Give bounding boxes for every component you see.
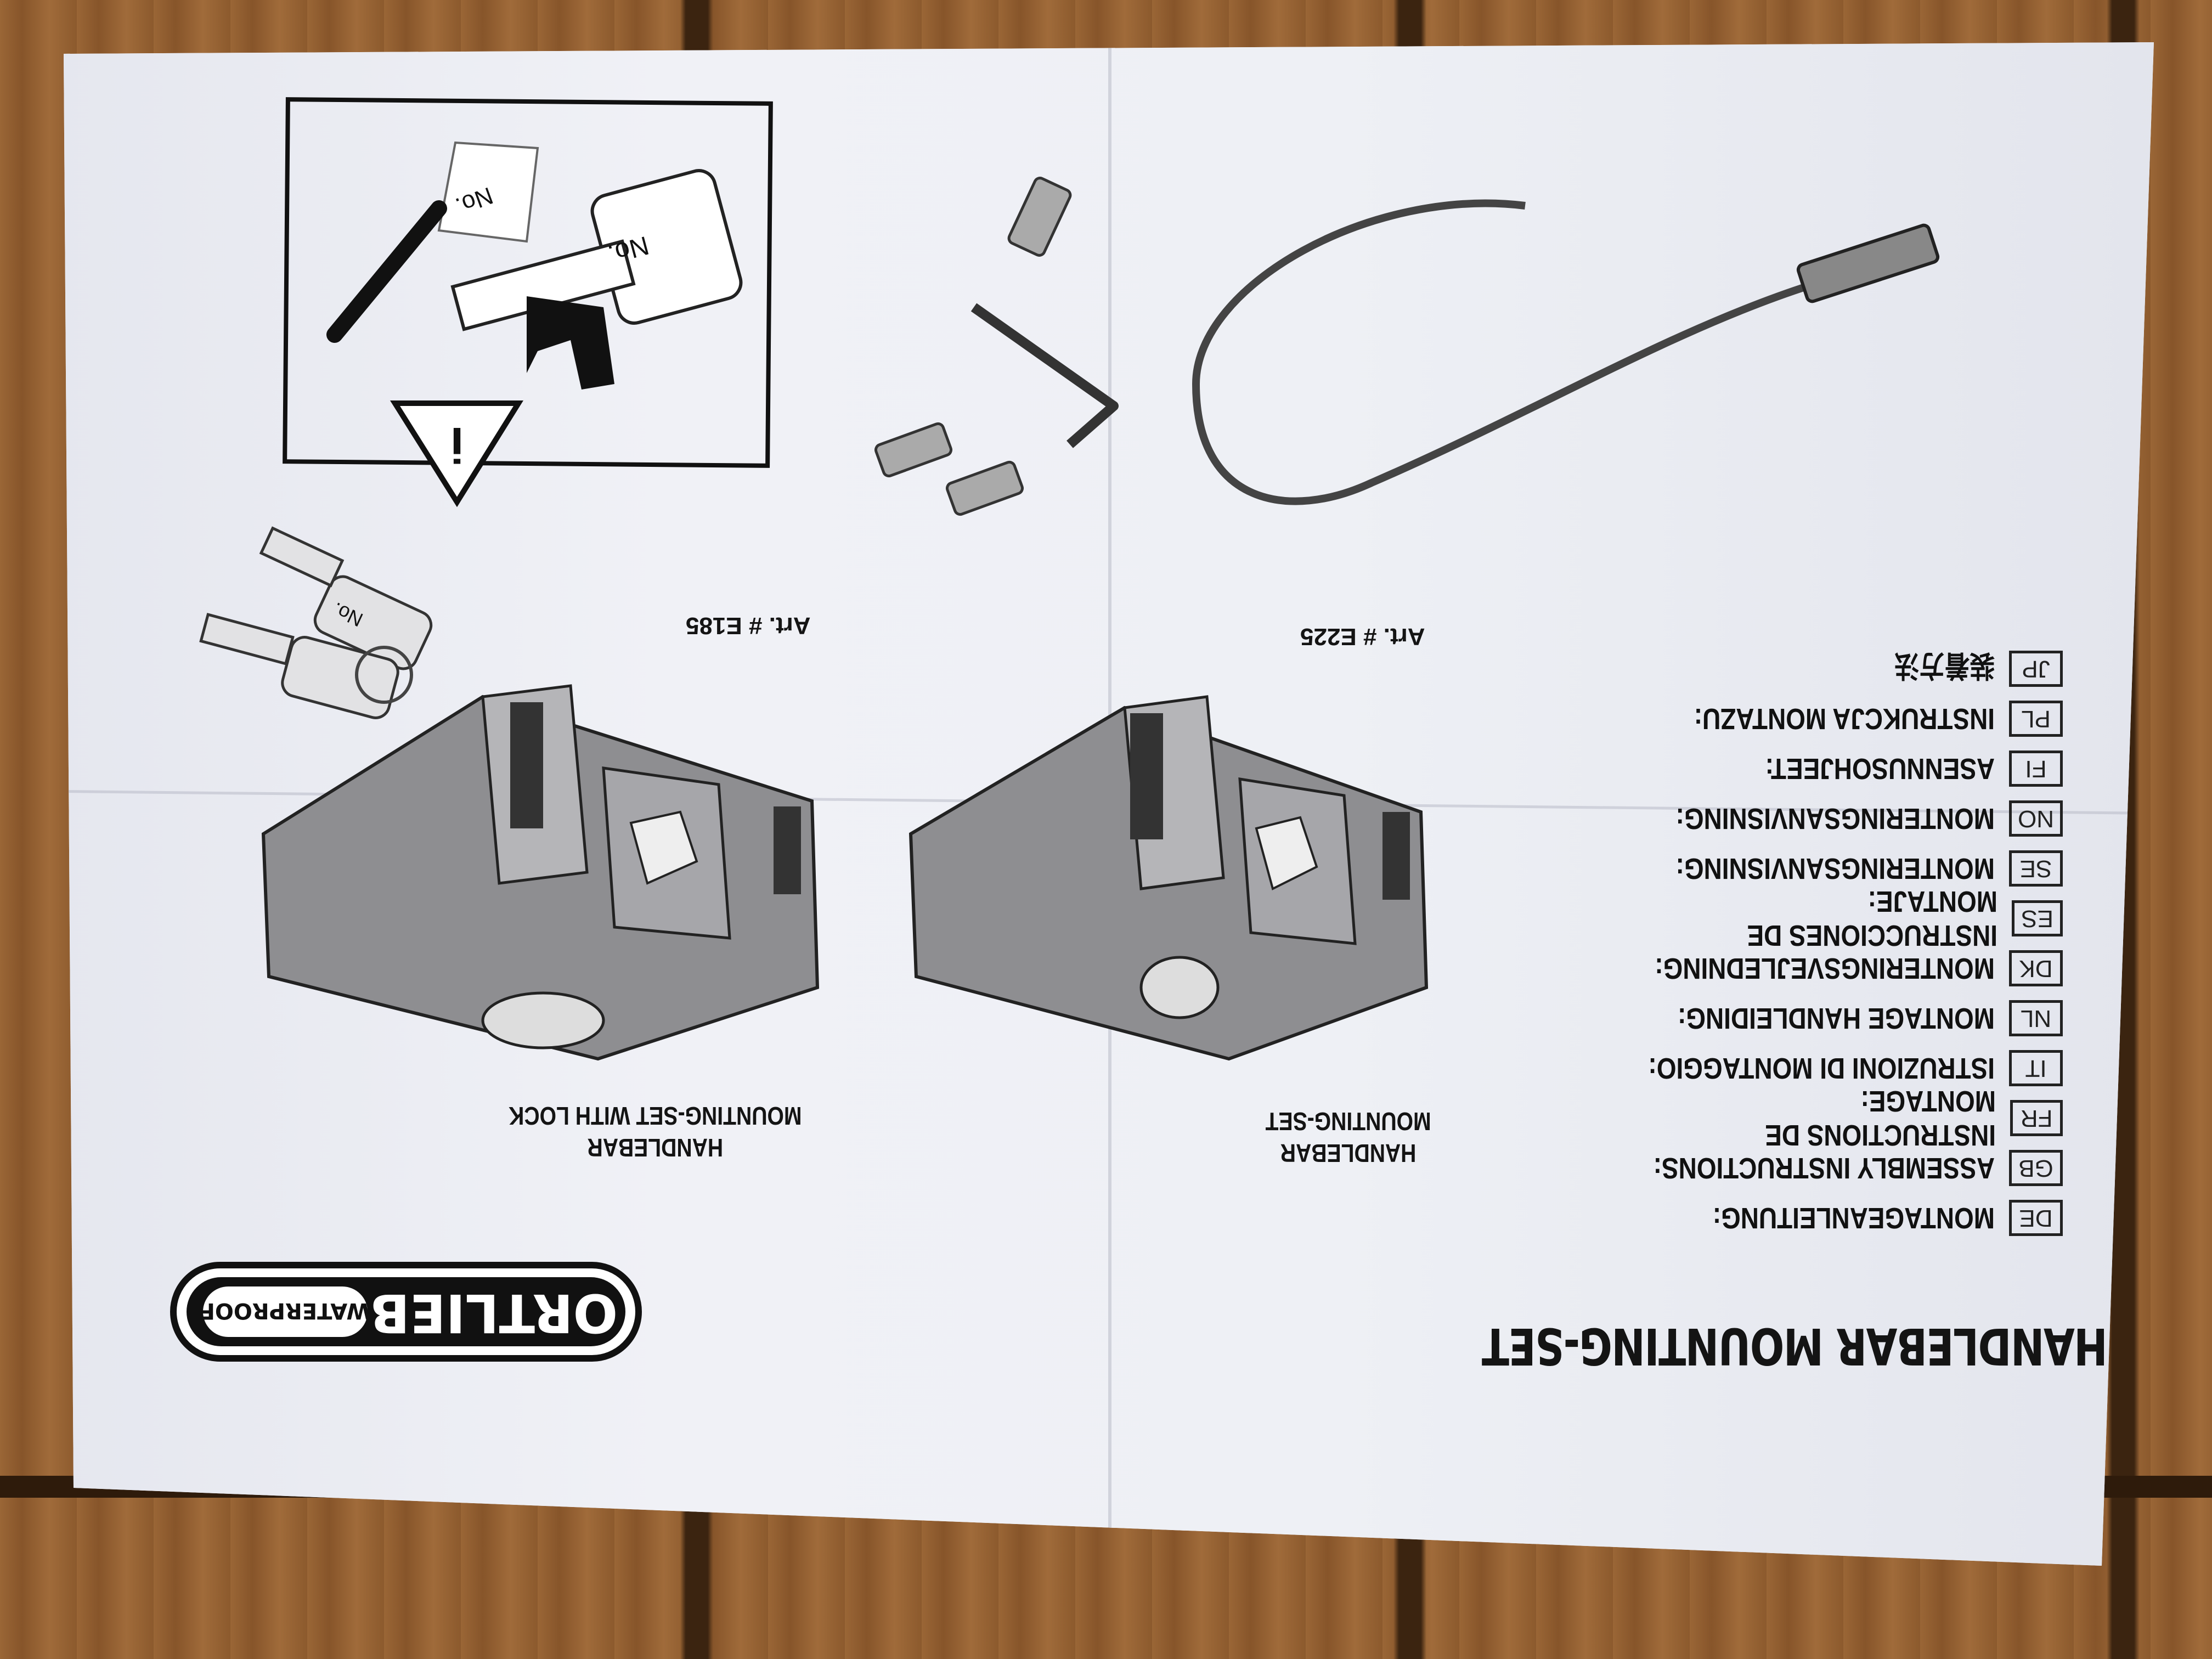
lang-row-jp: JP 装着方法 — [1876, 647, 2063, 691]
lang-row-it: IT ISTRUZIONI DI MONTAGGIO: — [1587, 1046, 2063, 1090]
lang-code: ES — [2012, 900, 2063, 936]
lang-row-de: DE MONTAGEANLEITUNG: — [1663, 1196, 2063, 1240]
lang-row-no: NO MONTERINGSANVISNING: — [1620, 797, 2063, 840]
lang-text: INSTRUCCIONES DE MONTAJE: — [1747, 885, 1998, 952]
key-icon: No. — [450, 169, 743, 331]
product-label-line1: HANDLEBAR — [1280, 1139, 1417, 1167]
page-title: HANDLEBAR MOUNTING-SET — [1482, 1317, 2108, 1375]
lang-code: FR — [2010, 1100, 2063, 1136]
lang-text: MONTERINGSANVISNING: — [1675, 802, 1995, 835]
warning-box: i No. No. — [283, 97, 773, 507]
lang-code: DK — [2009, 950, 2063, 986]
logo-brand-text: ORTLIEB — [370, 1282, 618, 1344]
lang-row-gb: GB ASSEMBLY INSTRUCTIONS: — [1593, 1146, 2063, 1190]
lang-row-fr: FR INSTRUCTIONS DE MONTAGE: — [1569, 1085, 2063, 1152]
lang-code: SE — [2009, 850, 2063, 887]
note-paper — [437, 141, 539, 243]
lang-text: INSTRUCTIONS DE MONTAGE: — [1765, 1085, 1996, 1152]
cable-end-fitting — [1796, 223, 1940, 303]
lang-text: INSTRUKCJA MONTAZU: — [1694, 702, 1995, 735]
lang-code: NO — [2009, 800, 2063, 837]
info-icon: i — [450, 417, 464, 472]
lang-text: MONTERINGSANVISNING: — [1675, 852, 1995, 885]
logo-tag-text: WATERPROOF — [200, 1298, 370, 1323]
thief-silhouette — [527, 296, 614, 390]
product-label-line2: MOUNTING-SET WITH LOCK — [509, 1102, 802, 1131]
pencil-icon — [326, 200, 447, 343]
article-number-e225: Art. # E225 — [1300, 623, 1425, 650]
warning-triangle-icon — [390, 400, 523, 507]
lang-row-fi: FI ASENNUSOHJEET: — [1725, 747, 2063, 791]
lang-row-nl: NL MONTAGE HANDLEIDING: — [1622, 996, 2063, 1040]
mount-e225-illustration — [909, 695, 1429, 1061]
lang-row-dk: DK MONTERINGSVEJLEDNING: — [1595, 946, 2063, 990]
product-label-e225: HANDLEBAR MOUNTING-SET — [1266, 1105, 1431, 1169]
product-label-line1: HANDLEBAR — [587, 1133, 724, 1162]
product-label-e185: HANDLEBAR MOUNTING-SET WITH LOCK — [509, 1100, 802, 1163]
cable-illustration — [1192, 199, 1812, 505]
lang-text: 装着方法 — [1894, 649, 1995, 682]
lang-text: ISTRUZIONI DI MONTAGGIO: — [1648, 1052, 1995, 1085]
keys-illustration: No. — [199, 526, 433, 719]
lang-text: MONTERINGSVEJLEDNING: — [1655, 952, 1995, 985]
lang-code: DE — [2009, 1200, 2063, 1236]
lang-code: FI — [2009, 751, 2063, 787]
lang-row-pl: PL INSTRUKCJA MONTAZU: — [1641, 697, 2063, 741]
lock-cylinder — [481, 991, 605, 1049]
language-list: DE MONTAGEANLEITUNG: GB ASSEMBLY INSTRUCTI… — [1569, 636, 2063, 1240]
lang-code: NL — [2009, 1000, 2063, 1036]
article-number-e185: Art. # E185 — [686, 612, 811, 639]
lang-code: JP — [2009, 651, 2063, 687]
lang-row-es: ES INSTRUCCIONES DE MONTAJE: — [1569, 885, 2063, 952]
lang-code: PL — [2009, 701, 2063, 737]
product-label-line2: MOUNTING-SET — [1265, 1107, 1431, 1136]
screws-and-hex-key — [874, 177, 1119, 516]
lang-row-se: SE MONTERINGSANVISNING: — [1620, 847, 2063, 890]
lang-text: ASENNUSOHJEET: — [1765, 752, 1995, 785]
mount-e185-illustration — [261, 684, 820, 1061]
hex-key-icon — [970, 303, 1119, 448]
lang-text: ASSEMBLY INSTRUCTIONS: — [1653, 1152, 1995, 1184]
lang-text: MONTAGE HANDLEIDING: — [1678, 1002, 1995, 1035]
lang-code: GB — [2009, 1150, 2063, 1186]
lang-text: MONTAGEANLEITUNG: — [1712, 1201, 1995, 1234]
ortlieb-logo: ORTLIEB WATERPROOF — [170, 1262, 642, 1362]
lang-code: IT — [2009, 1050, 2063, 1086]
